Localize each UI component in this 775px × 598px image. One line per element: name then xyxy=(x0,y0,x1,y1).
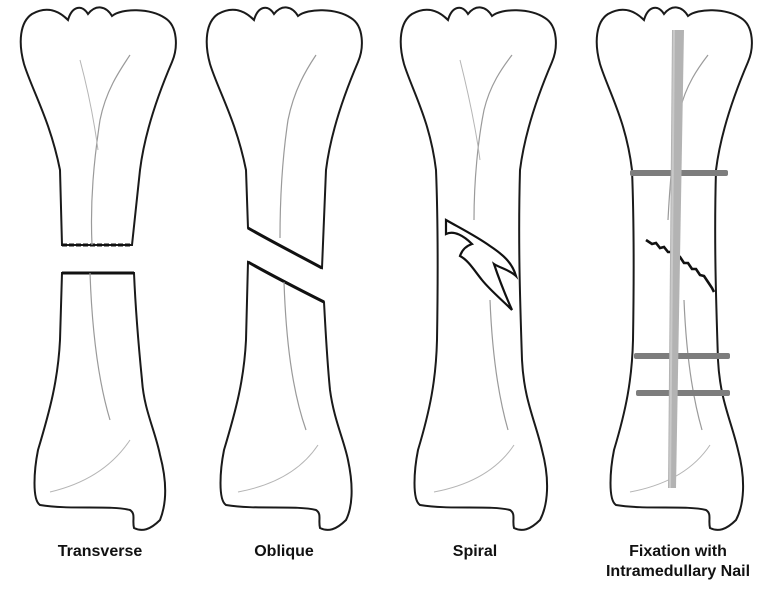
caption-line: Intramedullary Nail xyxy=(588,562,768,582)
caption-spiral: Spiral xyxy=(395,542,555,562)
locking-screw xyxy=(636,390,730,396)
bone-fixation xyxy=(597,7,752,530)
caption-line: Fixation with xyxy=(588,542,768,562)
bone-transverse xyxy=(21,7,176,530)
bone-spiral xyxy=(401,7,556,530)
bone-upper-fragment xyxy=(21,7,176,245)
locking-screw xyxy=(634,353,730,359)
caption-transverse: Transverse xyxy=(20,542,180,562)
bone-upper-fragment xyxy=(207,7,362,268)
bone-oblique xyxy=(207,7,362,530)
caption-line: Transverse xyxy=(20,542,180,562)
caption-fixation: Fixation with Intramedullary Nail xyxy=(588,542,768,582)
bone-lower-fragment xyxy=(221,262,352,530)
caption-line: Spiral xyxy=(395,542,555,562)
caption-oblique: Oblique xyxy=(204,542,364,562)
caption-line: Oblique xyxy=(204,542,364,562)
